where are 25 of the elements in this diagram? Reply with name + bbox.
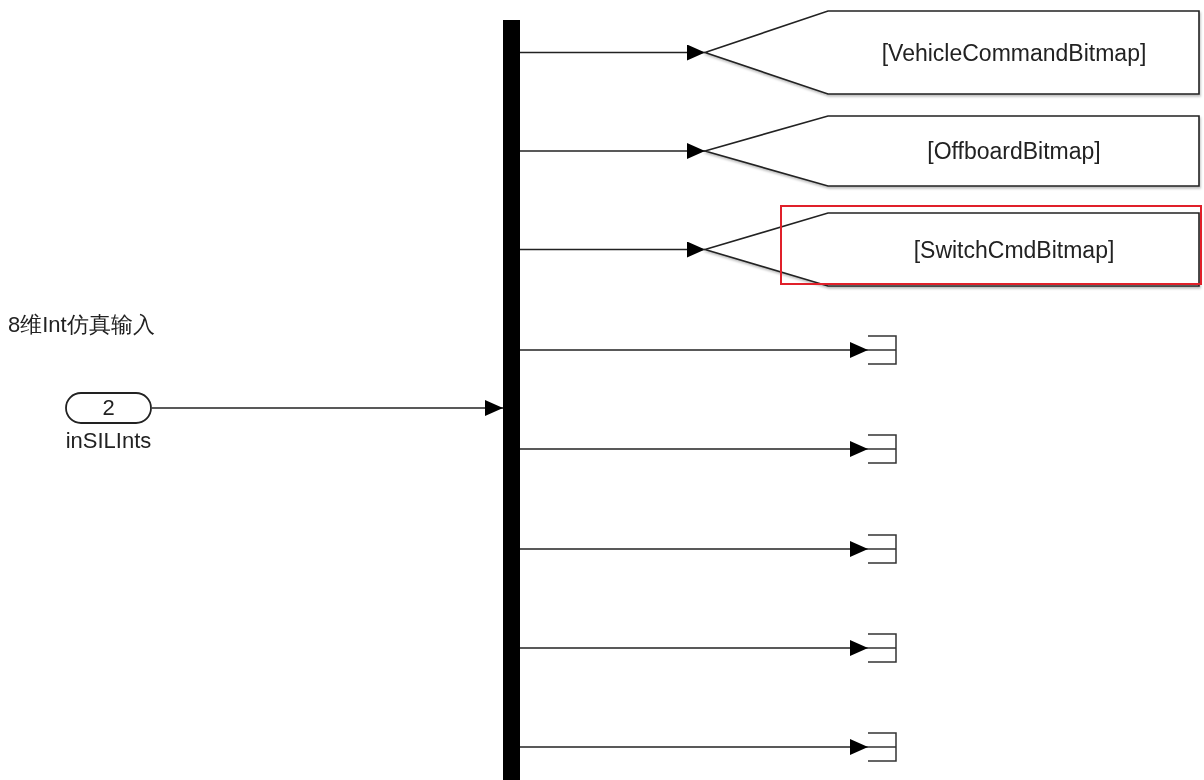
demux-bar [503, 20, 520, 780]
port-number: 2 [101, 395, 116, 421]
block-name-label: inSILInts [64, 428, 153, 454]
tag-name: [OffboardBitmap] [926, 137, 1102, 165]
signal-arrow [519, 241, 706, 258]
terminator-block [868, 434, 897, 464]
tag-name: [SwitchCmdBitmap] [912, 235, 1116, 264]
signal-arrow [151, 400, 504, 416]
signal-arrow [519, 44, 706, 61]
terminator-block [868, 534, 897, 564]
signal-arrow [519, 441, 869, 457]
goto-tag-block [705, 10, 1200, 95]
goto-tag-block [705, 115, 1200, 187]
terminator-block [868, 633, 897, 663]
tag-name: [VehicleCommandBitmap] [880, 38, 1148, 67]
signal-arrow [519, 541, 869, 557]
signal-arrow [519, 342, 869, 358]
terminator-block [868, 335, 897, 365]
terminator-block [868, 732, 897, 762]
signal-arrow [519, 143, 706, 159]
annotation-text: 8维Int仿真输入 [8, 311, 155, 339]
signal-arrow [519, 739, 869, 755]
inport-block [65, 392, 152, 424]
goto-tag-block [705, 212, 1200, 287]
signal-arrow [519, 640, 869, 656]
